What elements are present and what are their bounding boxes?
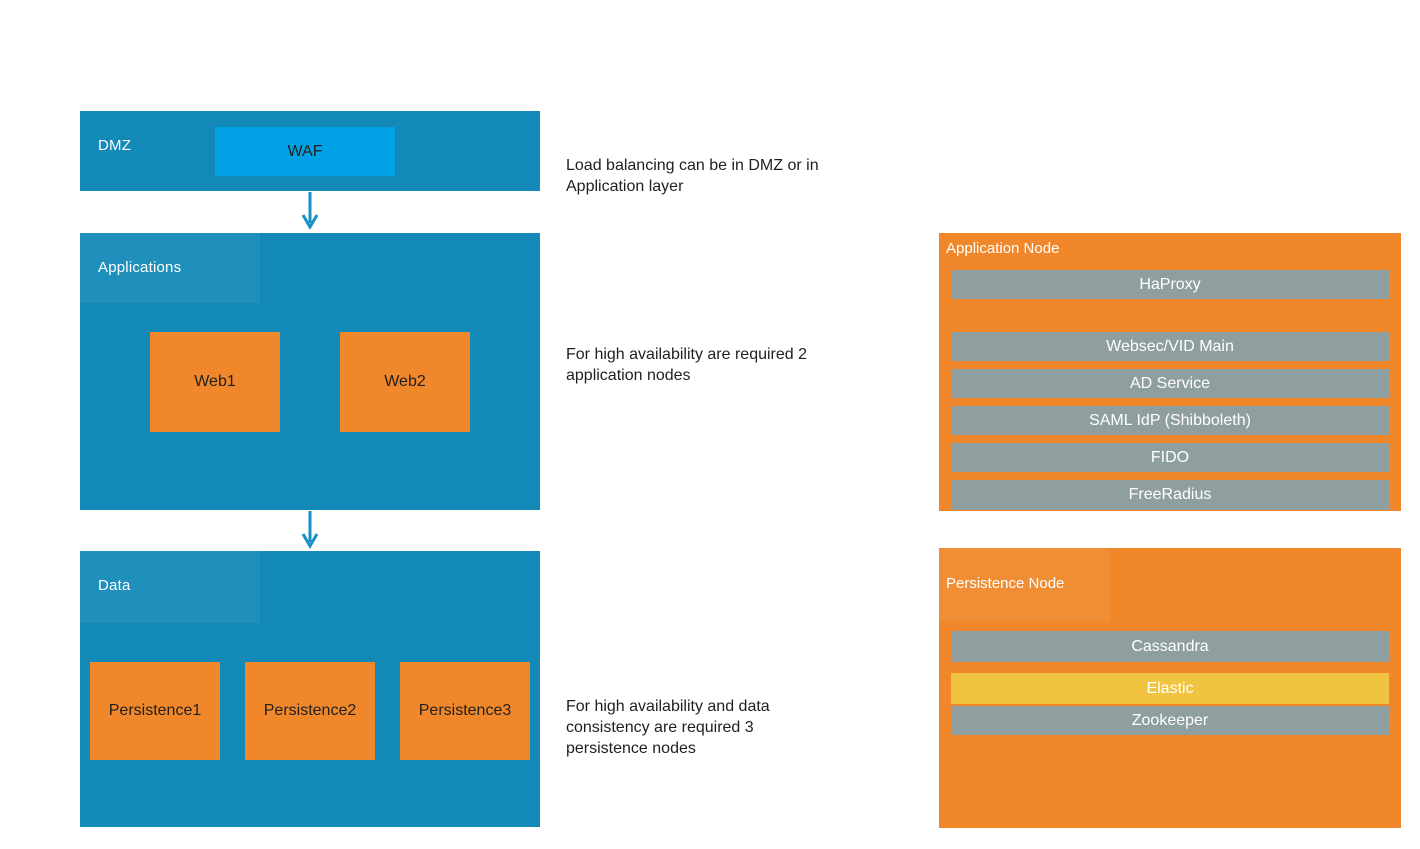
applications-layer: Applications Web1 Web2 — [80, 233, 540, 510]
service-label: FreeRadius — [1128, 486, 1212, 503]
service-bar-saml-idp: SAML IdP (Shibboleth) — [951, 406, 1389, 435]
note-line: For high availability and data — [566, 698, 770, 715]
note-line: Application layer — [566, 178, 684, 195]
service-label: Zookeeper — [1131, 711, 1209, 729]
service-label: FIDO — [1150, 448, 1190, 466]
waf-box: WAF — [215, 127, 395, 176]
waf-box-label: WAF — [287, 142, 323, 160]
persistence-node-panel: Persistence Node Cassandra Elastic Zooke… — [939, 548, 1401, 828]
note-line: Load balancing can be in DMZ or in — [566, 157, 819, 174]
note-line: consistency are required 3 — [566, 719, 754, 736]
persistence3-node-box: Persistence3 — [400, 662, 530, 760]
data-layer-label: Data — [98, 577, 131, 594]
arrow-down-icon — [301, 511, 319, 549]
service-bar-elastic: Elastic — [951, 673, 1389, 704]
dmz-layer: DMZ WAF — [80, 111, 540, 191]
application-node-title: Application Node — [946, 240, 1060, 257]
service-bar-websec-vid-main: Websec/VID Main — [951, 332, 1389, 361]
service-label: AD Service — [1129, 374, 1211, 392]
service-label: HaProxy — [1139, 275, 1201, 293]
persistence3-node-label: Persistence3 — [418, 702, 512, 719]
note-load-balancing: Load balancing can be in DMZ or in Appli… — [566, 155, 876, 197]
note-persistence-ha: For high availability and data consisten… — [566, 696, 876, 759]
service-label: SAML IdP (Shibboleth) — [1089, 411, 1251, 429]
note-line: For high availability are required 2 — [566, 346, 808, 363]
note-line: persistence nodes — [566, 740, 696, 757]
persistence1-node-label: Persistence1 — [108, 702, 202, 719]
service-label: Cassandra — [1131, 637, 1209, 655]
dmz-layer-label: DMZ — [98, 137, 132, 154]
persistence1-node-box: Persistence1 — [90, 662, 220, 760]
service-label: Websec/VID Main — [1106, 337, 1234, 355]
service-bar-zookeeper: Zookeeper — [951, 706, 1389, 735]
web2-node-box: Web2 — [340, 332, 470, 432]
persistence2-node-label: Persistence2 — [263, 702, 357, 719]
arrow-down-icon — [301, 192, 319, 230]
persistence-node-title: Persistence Node — [946, 575, 1065, 592]
note-line: application nodes — [566, 367, 691, 384]
web2-node-label: Web2 — [384, 373, 426, 390]
application-node-panel: Application Node HaProxy Websec/VID Main… — [939, 233, 1401, 511]
applications-layer-label: Applications — [98, 259, 182, 276]
service-bar-cassandra: Cassandra — [951, 631, 1389, 662]
service-bar-fido: FIDO — [951, 443, 1389, 472]
service-bar-freeradius: FreeRadius — [951, 480, 1389, 510]
service-bar-haproxy: HaProxy — [951, 270, 1389, 299]
data-layer: Data Persistence1 Persistence2 Persisten… — [80, 551, 540, 827]
service-label: Elastic — [1146, 679, 1194, 697]
persistence2-node-box: Persistence2 — [245, 662, 375, 760]
web1-node-box: Web1 — [150, 332, 280, 432]
note-application-ha: For high availability are required 2 app… — [566, 344, 876, 386]
service-bar-ad-service: AD Service — [951, 369, 1389, 398]
web1-node-label: Web1 — [194, 373, 236, 390]
